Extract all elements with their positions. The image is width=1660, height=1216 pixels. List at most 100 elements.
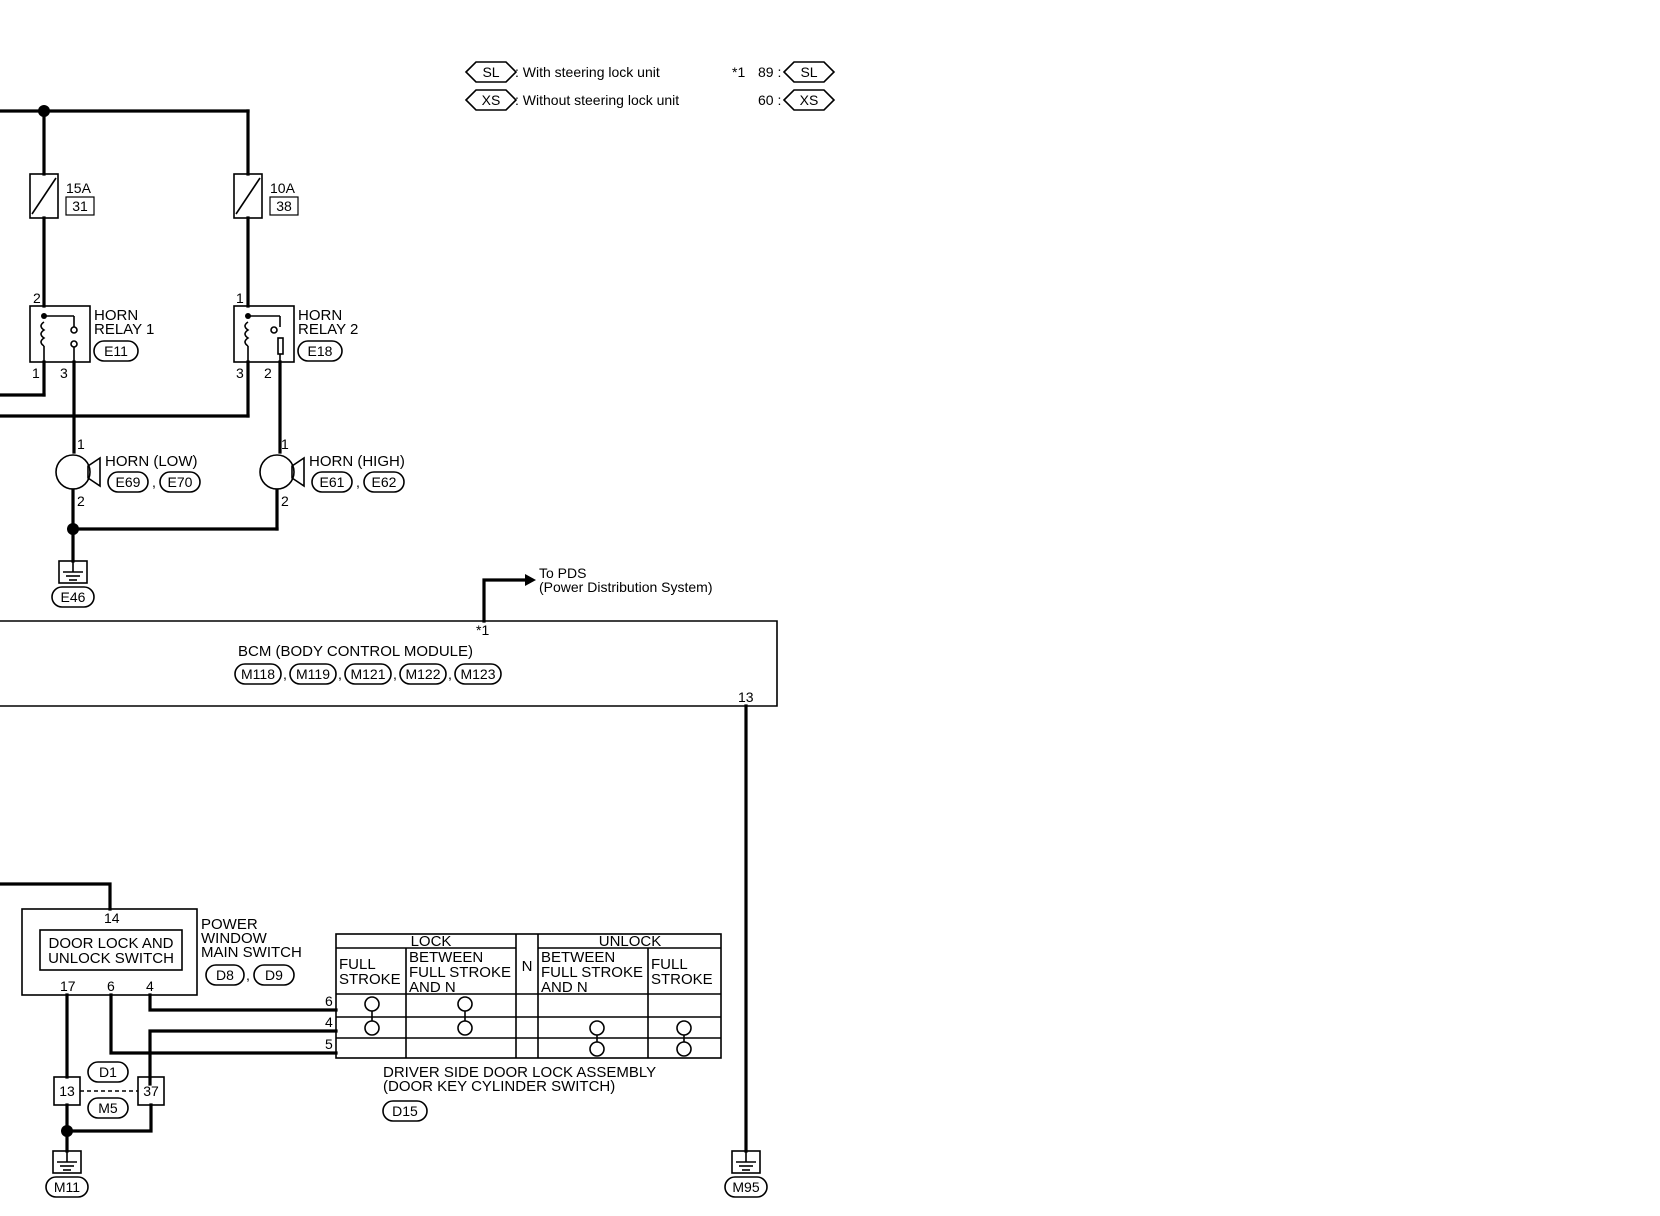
svg-text:FULL STROKE: FULL STROKE (541, 964, 643, 981)
svg-text:14: 14 (104, 910, 120, 926)
svg-text:,: , (356, 474, 360, 490)
svg-text:M118: M118 (241, 666, 275, 682)
switch-wiring (65, 993, 338, 1086)
svg-text:,: , (448, 666, 452, 682)
svg-text:,: , (246, 967, 250, 983)
svg-text:13: 13 (59, 1083, 75, 1099)
horn-high-name: HORN (HIGH) (309, 453, 405, 470)
bcm-ground: M95 (724, 704, 768, 1198)
svg-text:6: 6 (325, 993, 333, 1009)
svg-text:BETWEEN: BETWEEN (409, 949, 483, 966)
xs-value-tag: XS (800, 92, 819, 108)
svg-text:5: 5 (325, 1036, 333, 1052)
fuse-31-rating: 15A (66, 180, 92, 196)
svg-text:E62: E62 (372, 474, 397, 490)
bcm-star: *1 (476, 622, 489, 638)
continuity-mark (364, 996, 380, 1036)
fuse-38-number: 38 (276, 198, 292, 214)
svg-text:M121: M121 (350, 666, 385, 682)
relay-2-name: HORN (298, 307, 342, 324)
legend: SL : With steering lock unit XS : Withou… (464, 61, 836, 111)
svg-text:2: 2 (33, 290, 41, 306)
svg-text:UNLOCK SWITCH: UNLOCK SWITCH (48, 950, 174, 967)
xs-tag-hexagon (464, 89, 518, 111)
svg-text:D9: D9 (265, 967, 283, 983)
horn-ground: E46 (51, 488, 279, 608)
relay-2-connector: E18 (308, 343, 333, 359)
svg-text:2: 2 (264, 365, 272, 381)
svg-text:,: , (393, 666, 397, 682)
svg-text:FULL STROKE: FULL STROKE (409, 964, 511, 981)
fuse-31-number: 31 (72, 198, 88, 214)
sl-tag-hexagon (464, 61, 518, 83)
svg-text:3: 3 (236, 365, 244, 381)
horn-relay-1: 2 1 3 HORN RELAY 1 E11 (29, 290, 154, 381)
svg-text:1: 1 (77, 436, 85, 452)
assembly-line1: DRIVER SIDE DOOR LOCK ASSEMBLY (383, 1064, 656, 1081)
bcm-title: BCM (BODY CONTROL MODULE) (238, 643, 473, 660)
svg-text:,: , (283, 666, 287, 682)
power-feed: 15A 31 10A 38 (0, 105, 299, 308)
sl-tag: SL (482, 64, 499, 80)
bcm: *1 BCM (BODY CONTROL MODULE) M118 , M119… (0, 620, 778, 707)
sl-value-hexagon (782, 61, 836, 83)
svg-text:M123: M123 (460, 666, 495, 682)
horn-low: 1 2 HORN (LOW) E69 , E70 (55, 436, 201, 509)
pds-line2: (Power Distribution System) (539, 579, 713, 595)
svg-text:,: , (152, 474, 156, 490)
horn-low-symbol (55, 454, 91, 490)
pw-switch-name-3: MAIN SWITCH (201, 944, 302, 961)
svg-text:4: 4 (146, 978, 154, 994)
ground-e46: E46 (61, 589, 86, 605)
xs-value-hexagon (782, 89, 836, 111)
relay-coil (40, 321, 46, 347)
continuity-mark (589, 1020, 605, 1057)
svg-text:D1: D1 (99, 1064, 117, 1080)
svg-text:17: 17 (60, 978, 76, 994)
continuity-mark (457, 996, 473, 1036)
pds-arrow: To PDS (Power Distribution System) (482, 565, 713, 623)
svg-text:M122: M122 (405, 666, 440, 682)
svg-text:E69: E69 (116, 474, 141, 490)
table-n: N (522, 958, 533, 975)
relay-wiring (0, 360, 282, 454)
svg-text:STROKE: STROKE (339, 971, 401, 988)
horn-high-symbol (259, 454, 295, 490)
table-lock: LOCK (411, 933, 452, 950)
svg-text:STROKE: STROKE (651, 971, 713, 988)
relay-2-name-2: RELAY 2 (298, 321, 358, 338)
bcm-pin: 13 (738, 689, 754, 705)
assembly-line2: (DOOR KEY CYLINDER SWITCH) (383, 1078, 615, 1095)
horn-low-name: HORN (LOW) (105, 453, 198, 470)
door-lock-unlock-switch (39, 929, 183, 971)
svg-text:E61: E61 (320, 474, 345, 490)
legend-xs-value: 60 : (758, 92, 781, 108)
legend-star: *1 (732, 64, 745, 80)
horn-high: 1 2 HORN (HIGH) E61 , E62 (259, 436, 405, 509)
svg-text:6: 6 (107, 978, 115, 994)
svg-text:1: 1 (32, 365, 40, 381)
svg-text:DOOR LOCK AND: DOOR LOCK AND (48, 935, 173, 952)
svg-text:D8: D8 (216, 967, 234, 983)
ground-m95: M95 (732, 1179, 759, 1195)
pw-switch-name-1: POWER (201, 916, 258, 933)
switch-ground: M11 (45, 1150, 89, 1198)
svg-text:FULL: FULL (339, 956, 376, 973)
svg-text:FULL: FULL (651, 956, 688, 973)
door-lock-assembly: DRIVER SIDE DOOR LOCK ASSEMBLY (DOOR KEY… (382, 1064, 656, 1122)
svg-text:2: 2 (281, 493, 289, 509)
pds-line1: To PDS (539, 565, 586, 581)
xs-text: : Without steering lock unit (515, 92, 679, 108)
sl-value-tag: SL (800, 64, 817, 80)
svg-text:3: 3 (60, 365, 68, 381)
xs-tag: XS (482, 92, 501, 108)
table-unlock: UNLOCK (599, 933, 662, 950)
continuity-mark (676, 1020, 692, 1057)
relay-1-name-2: RELAY 1 (94, 321, 154, 338)
svg-text:E70: E70 (168, 474, 193, 490)
power-window-main-switch: 14 DOOR LOCK AND UNLOCK SWITCH 17 6 4 PO… (0, 882, 302, 996)
svg-text:37: 37 (143, 1083, 159, 1099)
svg-text:4: 4 (325, 1014, 333, 1030)
svg-text:1: 1 (236, 290, 244, 306)
